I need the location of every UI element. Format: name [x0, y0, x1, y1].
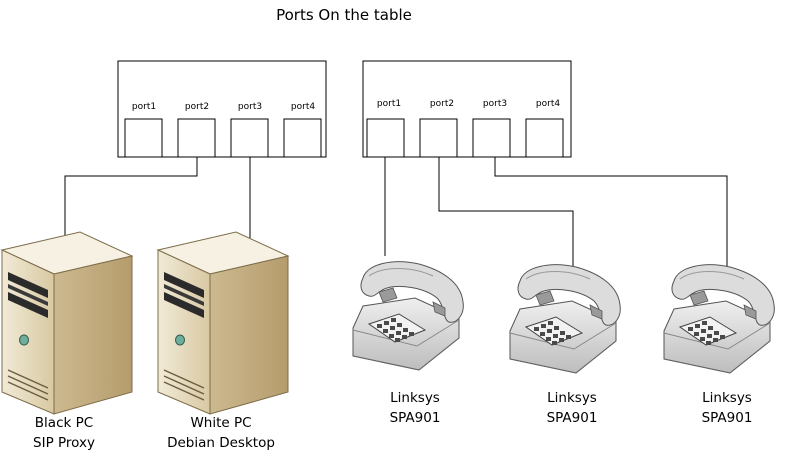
phone-3-icon — [663, 264, 775, 374]
switch-left-port2 — [177, 118, 216, 158]
white-pc-label-line1: White PC — [190, 415, 251, 431]
phone-3-label-line2: SPA901 — [702, 410, 753, 426]
switch-left-port1-label: port1 — [132, 102, 156, 112]
wire-phone-3 — [494, 157, 728, 270]
black-pc-label-line2: SIP Proxy — [33, 435, 95, 451]
switch-left-port4-label: port4 — [291, 102, 315, 112]
phone-1-icon — [352, 261, 464, 371]
white-pc-server-icon — [157, 231, 289, 415]
switch-right-port1 — [366, 118, 405, 158]
switch-left: port1 port2 port3 port4 — [117, 60, 327, 158]
switch-left-port3 — [230, 118, 269, 158]
white-pc-label-line2: Debian Desktop — [167, 435, 275, 451]
wire-black-pc — [64, 157, 198, 238]
diagram-title: Ports On the table — [276, 6, 412, 24]
phone-1-label-line1: Linksys — [390, 390, 440, 406]
black-pc-label-line1: Black PC — [35, 415, 93, 431]
switch-left-port1 — [124, 118, 163, 158]
phone-2-label-line2: SPA901 — [547, 410, 598, 426]
switch-right-port3 — [472, 118, 511, 158]
switch-right-port4 — [525, 118, 564, 158]
switch-left-port3-label: port3 — [238, 102, 262, 112]
phone-3-label-line1: Linksys — [702, 390, 752, 406]
phone-2-icon — [509, 264, 621, 374]
switch-left-port2-label: port2 — [185, 102, 209, 112]
switch-right-port2-label: port2 — [430, 99, 454, 109]
switch-right: port1 port2 port3 port4 — [362, 60, 572, 158]
phone-2-label-line1: Linksys — [547, 390, 597, 406]
switch-right-port4-label: port4 — [536, 99, 560, 109]
switch-left-port4 — [283, 118, 322, 158]
wire-phone-2 — [438, 157, 574, 268]
black-pc-server-icon — [1, 231, 133, 415]
switch-right-port2 — [419, 118, 458, 158]
switch-right-port3-label: port3 — [483, 99, 507, 109]
phone-1-label-line2: SPA901 — [390, 410, 441, 426]
switch-right-port1-label: port1 — [377, 99, 401, 109]
